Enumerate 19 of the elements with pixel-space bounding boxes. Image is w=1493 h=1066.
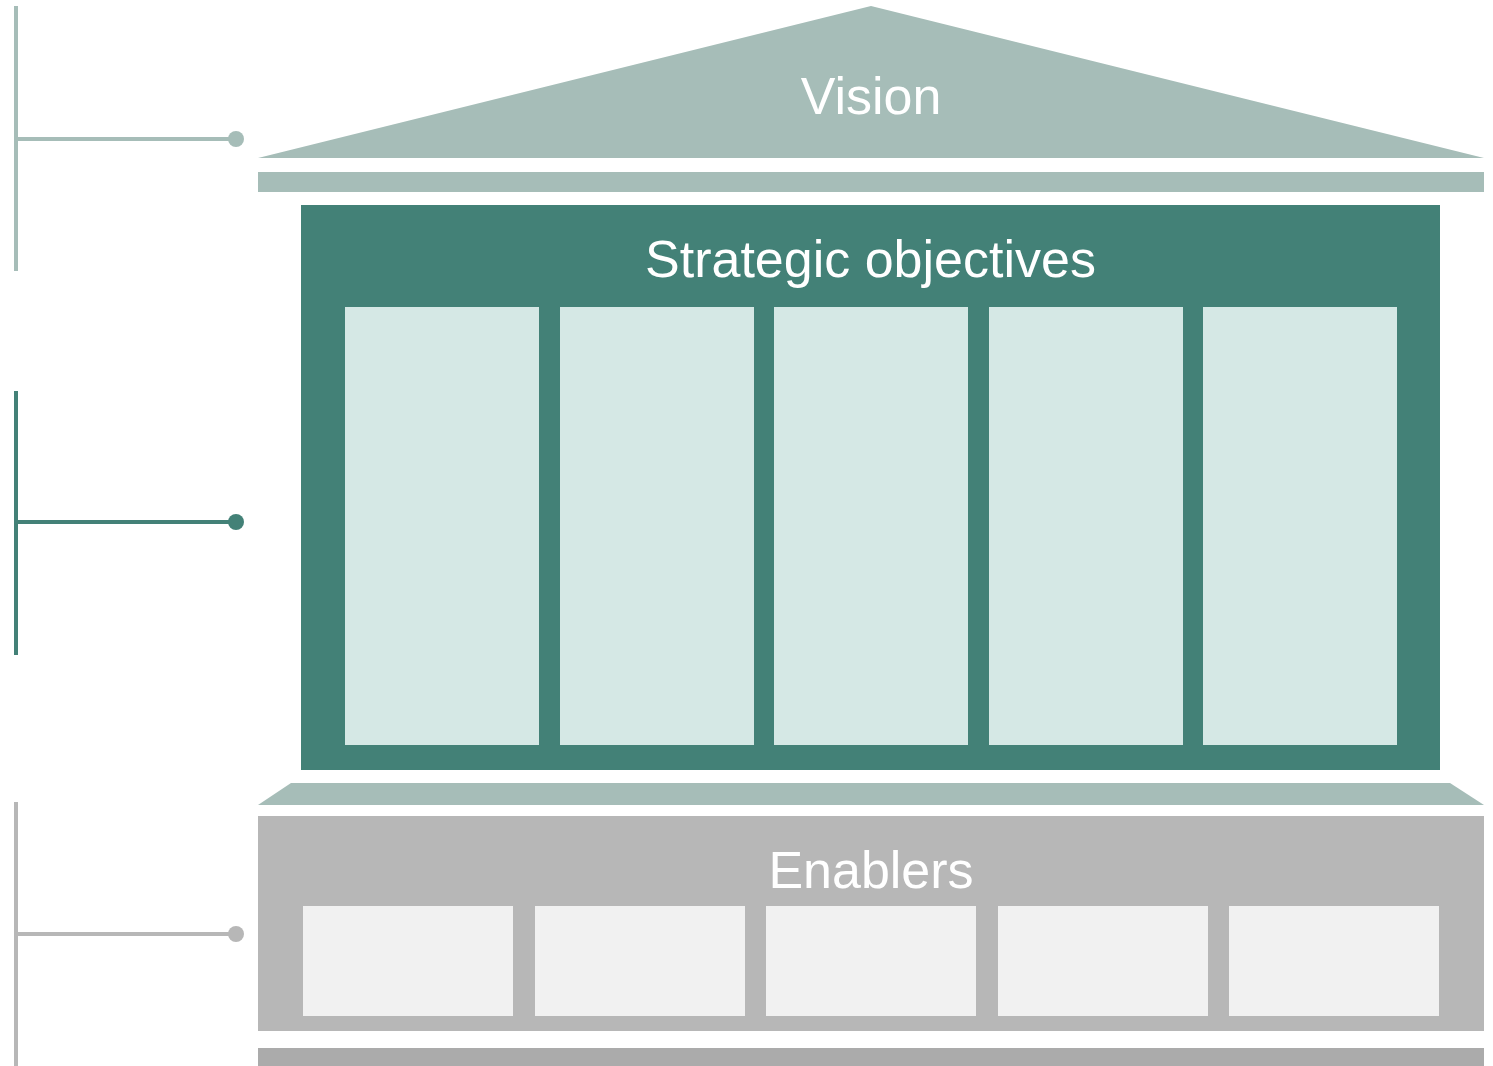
pillar-box bbox=[345, 307, 539, 745]
pillar-box bbox=[989, 307, 1183, 745]
enabler-box bbox=[303, 906, 513, 1016]
roof-shape bbox=[258, 6, 1484, 158]
pillar-box bbox=[774, 307, 968, 745]
enabler-box bbox=[998, 906, 1208, 1016]
enablers-panel bbox=[258, 816, 1484, 1031]
foundation-bar bbox=[258, 1048, 1484, 1066]
pillar-box bbox=[560, 307, 754, 745]
roof-title: Vision bbox=[800, 66, 942, 126]
architrave-bar bbox=[258, 172, 1484, 192]
section-title: Enablers bbox=[768, 840, 974, 900]
base-step bbox=[258, 783, 1484, 805]
objectives-panel bbox=[301, 205, 1440, 770]
enabler-box bbox=[766, 906, 976, 1016]
section-title: Strategic objectives bbox=[645, 229, 1096, 289]
enabler-box bbox=[1229, 906, 1439, 1016]
pillar-box bbox=[1203, 307, 1397, 745]
enabler-box bbox=[535, 906, 745, 1016]
